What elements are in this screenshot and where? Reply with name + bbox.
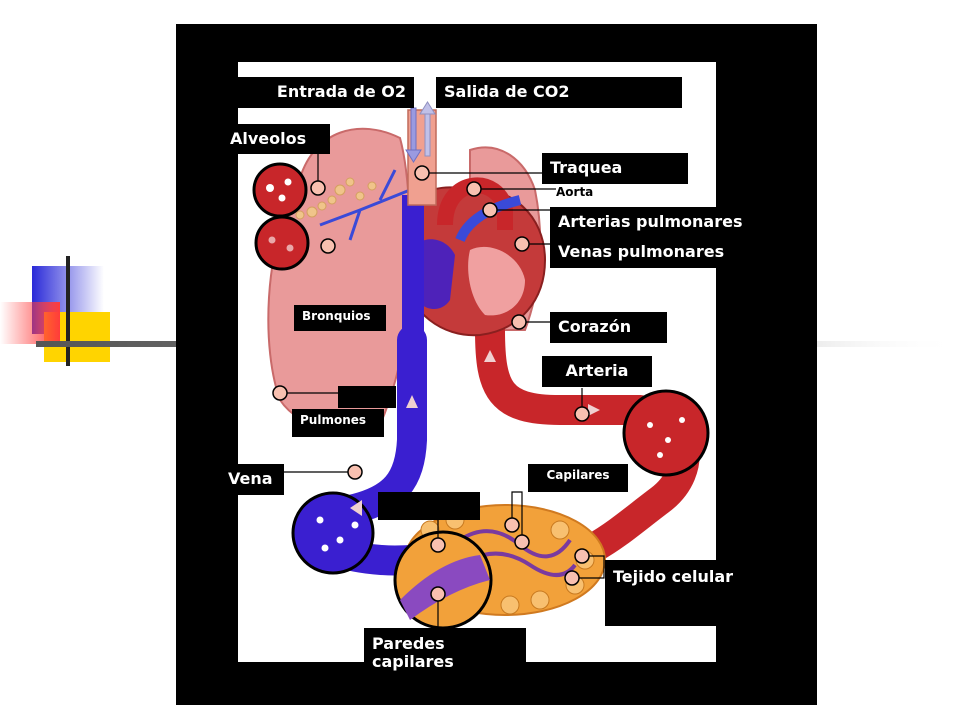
label-aorta: Aorta xyxy=(556,184,616,202)
label-paredes-capilares-line1: Paredes xyxy=(372,634,445,653)
alveolus-detail-top xyxy=(252,162,308,218)
label-pulmones: Pulmones xyxy=(292,409,384,437)
label-bronquios: Bronquios xyxy=(294,305,386,331)
label-arterias-pulmonares: Arterias pulmonares xyxy=(550,207,760,238)
bronchi xyxy=(319,169,411,241)
label-paredes-capilares: Paredes capilares xyxy=(364,628,526,682)
deco-red-square xyxy=(0,302,60,344)
flow-arrows xyxy=(350,350,600,516)
deco-vertical-line xyxy=(66,256,70,366)
o2-in-arrow xyxy=(405,107,422,163)
label-tejido-celular: Tejido celular xyxy=(605,560,733,626)
label-blank-box xyxy=(378,492,480,520)
alveolus-detail-bottom xyxy=(254,215,310,271)
vena-cava xyxy=(402,195,424,335)
label-traquea: Traquea xyxy=(542,153,688,184)
label-capilares: Capilares xyxy=(528,464,628,492)
heart-septum xyxy=(468,246,525,316)
label-paredes-capilares-line2: capilares xyxy=(372,652,454,672)
alveoli-clusters xyxy=(295,177,377,220)
label-entrada-o2: Entrada de O2 xyxy=(238,77,414,108)
label-corazon: Corazón xyxy=(550,312,667,343)
capillary-wall-detail xyxy=(393,530,493,630)
label-vena: Vena xyxy=(220,464,284,495)
label-salida-co2: Salida de CO2 xyxy=(436,77,682,108)
vein-detail xyxy=(291,491,375,575)
marker-circles xyxy=(272,165,590,602)
artery-detail xyxy=(622,389,710,477)
label-alveolos: Alveolos xyxy=(222,124,330,154)
label-venas-pulmonares: Venas pulmonares xyxy=(550,237,744,268)
co2-out-arrow xyxy=(419,101,436,157)
label-pulmones-box xyxy=(338,386,396,408)
label-arteria: Arteria xyxy=(542,356,652,387)
